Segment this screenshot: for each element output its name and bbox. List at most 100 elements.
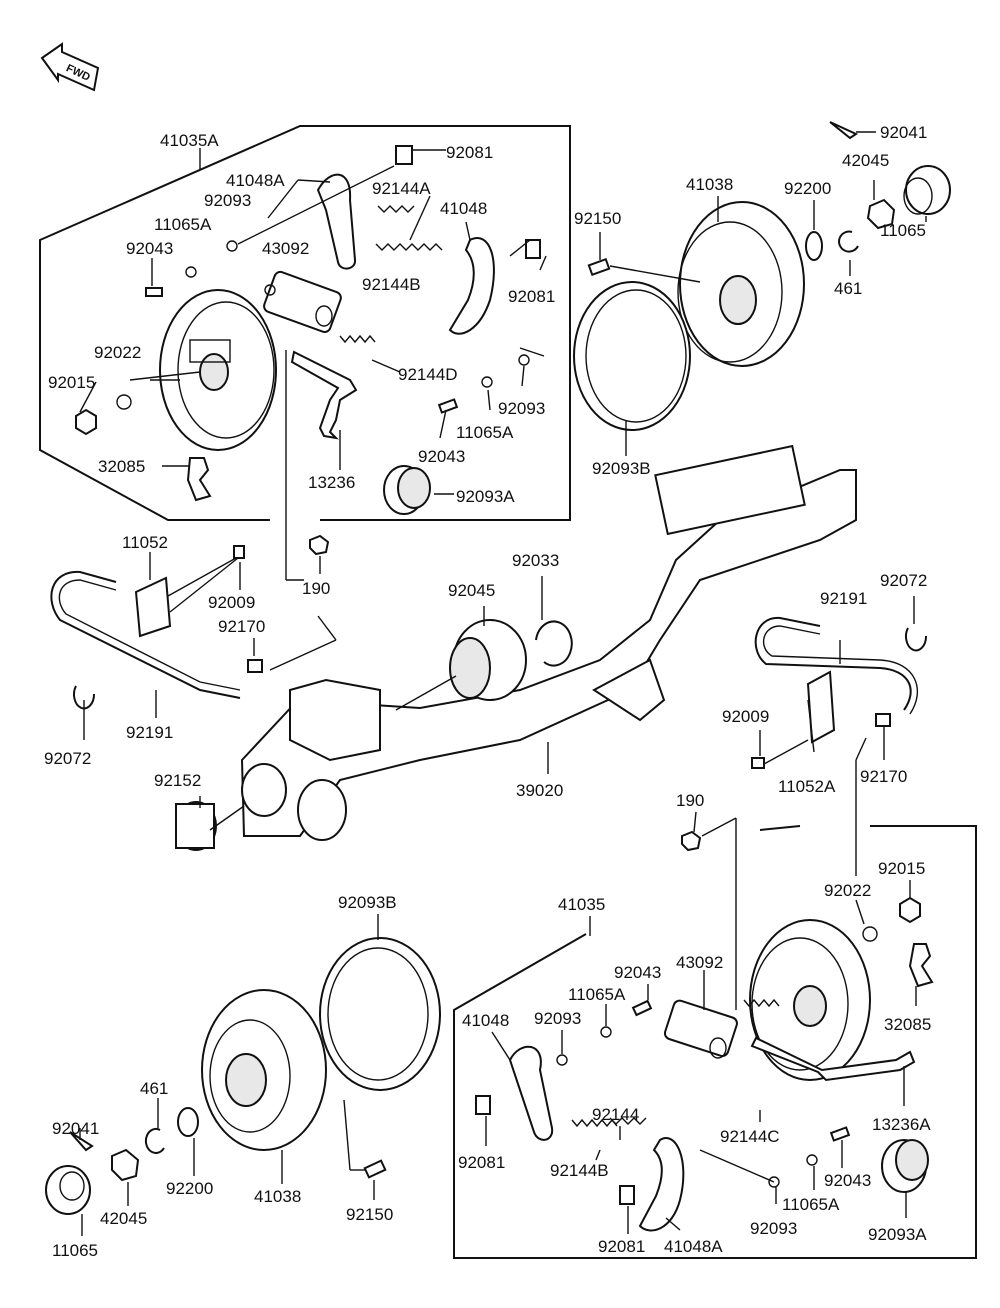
nut-92015-upper [75, 408, 97, 436]
washer-11065A-upper-right [481, 376, 493, 388]
label-13236: 13236 [308, 473, 355, 492]
wheel-cylinder-lower [663, 999, 738, 1059]
label-92191-a: 92191 [820, 589, 867, 608]
bolt-92009-left [233, 545, 245, 559]
label-92015-b: 92015 [878, 859, 925, 878]
label-92072-b: 92072 [44, 749, 91, 768]
label-41038-a: 41038 [686, 175, 733, 194]
label-11065A-a: 11065A [154, 215, 212, 234]
label-92093A-a: 92093A [456, 487, 515, 506]
axle-housing-39020 [240, 444, 857, 841]
label-11052A: 11052A [778, 777, 836, 796]
clamp-92170-right [875, 713, 891, 727]
label-92022-b: 92022 [824, 881, 871, 900]
washer-92093-lower-right [768, 1176, 780, 1188]
brake-drum-41038-upper [677, 201, 805, 367]
label-92009-b: 92009 [722, 707, 769, 726]
label-41035: 41035 [558, 895, 605, 914]
bearing-92045 [449, 619, 527, 701]
clip-92081-d [619, 1185, 635, 1205]
label-92043-a: 92043 [126, 239, 173, 258]
label-11065A-b: 11065A [456, 423, 514, 442]
label-92150-a: 92150 [574, 209, 621, 228]
bracket-11052 [134, 576, 172, 638]
label-92041-b: 92041 [52, 1119, 99, 1138]
label-41048-b: 41048 [462, 1011, 509, 1030]
cotter-pin-92041-upper [829, 121, 859, 140]
label-92144D: 92144D [398, 365, 458, 384]
label-92009-a: 92009 [208, 593, 255, 612]
label-92144: 92144 [592, 1105, 639, 1124]
cap-11065-upper [903, 165, 951, 215]
label-41038-b: 41038 [254, 1187, 301, 1206]
washer-11065A-lower-right [806, 1154, 818, 1166]
label-41035A: 41035A [160, 131, 219, 150]
bolt-190-upper [309, 534, 330, 556]
label-39020: 39020 [516, 781, 563, 800]
label-41048A-a: 41048A [226, 171, 285, 190]
label-11065-a: 11065 [880, 221, 926, 240]
pin-92043-upper [145, 287, 163, 297]
clamp-92170-left [247, 659, 263, 673]
label-43092-a: 43092 [262, 239, 309, 258]
label-92043-d: 92043 [824, 1171, 871, 1190]
clip-32085-upper [186, 457, 212, 502]
label-92041-a: 92041 [880, 123, 927, 142]
bolt-92150-lower [363, 1159, 387, 1179]
drum-liner-92093B-lower [319, 937, 441, 1091]
spring-92144B-upper [375, 243, 443, 251]
label-92144A: 92144A [372, 179, 431, 198]
label-11065A-d: 11065A [782, 1195, 840, 1214]
label-92093-b: 92093 [498, 399, 545, 418]
label-43092-b: 43092 [676, 953, 723, 972]
label-461-a: 461 [834, 279, 862, 298]
label-92093-a: 92093 [204, 191, 251, 210]
label-92072-a: 92072 [880, 571, 927, 590]
bolt-92009-right [751, 757, 765, 769]
label-92045: 92045 [448, 581, 495, 600]
label-92015-a: 92015 [48, 373, 95, 392]
label-92033: 92033 [512, 551, 559, 570]
label-190-a: 190 [302, 579, 330, 598]
brake-hose-92191-left-inner [58, 579, 241, 691]
washer-92093-upper-right [518, 354, 530, 366]
label-190-b: 190 [676, 791, 704, 810]
backing-plate-lower [749, 919, 871, 1081]
label-92150-b: 92150 [346, 1205, 393, 1224]
label-92081-d: 92081 [598, 1237, 645, 1256]
lever-13236 [290, 350, 358, 440]
label-92200-a: 92200 [784, 179, 831, 198]
label-42045-b: 42045 [100, 1209, 147, 1228]
washer-92022-upper [116, 394, 132, 410]
castle-nut-42045-lower [111, 1148, 140, 1182]
castle-nut-42045-upper [866, 198, 896, 230]
forward-arrow-icon: FWD [40, 42, 100, 92]
spring-92144D [339, 334, 376, 344]
snap-ring-92033 [535, 620, 573, 667]
nut-92015-lower [899, 896, 921, 924]
pin-92043-lower-left [631, 999, 653, 1017]
washer-92093-upper [226, 240, 238, 252]
washer-11065A-upper [185, 266, 197, 278]
label-92170-b: 92170 [860, 767, 907, 786]
drum-liner-92093B-upper [573, 281, 691, 431]
label-41048-a: 41048 [440, 199, 487, 218]
pin-92043-lower-right [829, 1126, 851, 1142]
brake-assembly-41035A-bracket [39, 125, 571, 521]
label-32085-b: 32085 [884, 1015, 931, 1034]
seal-92093A-upper [383, 465, 431, 515]
cap-11065-lower [45, 1165, 91, 1215]
seal-92093A-lower [881, 1139, 929, 1193]
label-92043-c: 92043 [614, 963, 661, 982]
lever-13236A [750, 1036, 916, 1082]
label-92081-a: 92081 [446, 143, 493, 162]
circlip-461-upper [838, 230, 859, 253]
brake-hose-92191-left [50, 570, 241, 699]
washer-92200-lower [177, 1107, 199, 1137]
label-11065A-c: 11065A [568, 985, 626, 1004]
cotter-pin-92041-lower [69, 1131, 94, 1152]
label-13236A: 13236A [872, 1115, 931, 1134]
label-11065-b: 11065 [52, 1241, 98, 1260]
brake-hose-92191-right [754, 616, 912, 711]
